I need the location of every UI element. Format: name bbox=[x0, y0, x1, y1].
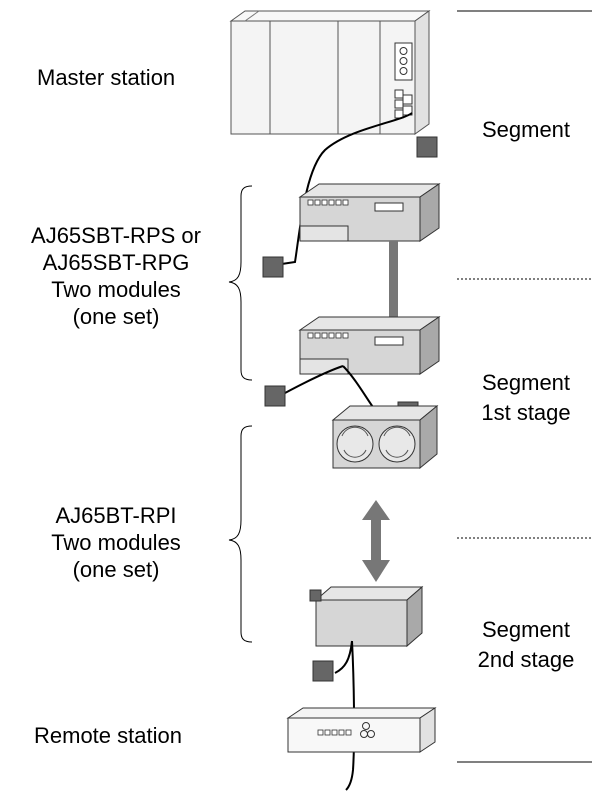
bidirectional-arrow bbox=[362, 500, 390, 582]
remote-station-label: Remote station bbox=[34, 723, 182, 748]
rpi-group-line-1: AJ65BT-RPI bbox=[55, 503, 177, 528]
cable-remote-main bbox=[345, 640, 356, 791]
rps-group-line-1: AJ65SBT-RPS or bbox=[31, 223, 201, 248]
rpi-module-1 bbox=[331, 404, 439, 470]
rpi-module-2 bbox=[314, 585, 424, 648]
terminator-remote bbox=[312, 660, 334, 682]
terminator-rps2 bbox=[264, 385, 286, 407]
segment-2nd-line-2: 2nd stage bbox=[477, 647, 575, 672]
terminator-master bbox=[416, 136, 438, 158]
rps-module-2 bbox=[298, 316, 441, 375]
segment-2nd-label: Segment 2nd stage bbox=[462, 615, 590, 675]
brace-rpi-group bbox=[228, 425, 253, 643]
segment-1st-label: Segment 1st stage bbox=[462, 368, 590, 428]
rps-group-line-2: AJ65SBT-RPG bbox=[42, 250, 190, 275]
rpi-group-label: AJ65BT-RPI Two modules (one set) bbox=[0, 502, 232, 583]
rpi-group-line-3: (one set) bbox=[72, 557, 160, 582]
cable-rps-to-terminator bbox=[284, 365, 344, 394]
rps-link-cable bbox=[389, 241, 398, 327]
segment-1st-line-1: Segment bbox=[481, 370, 571, 395]
rpi-group-line-2: Two modules bbox=[51, 530, 181, 555]
brace-rps-group bbox=[228, 185, 253, 381]
terminator-rps1 bbox=[262, 256, 284, 278]
segment-2nd-line-1: Segment bbox=[481, 617, 571, 642]
rps-group-line-3: Two modules bbox=[51, 277, 181, 302]
rps-group-label: AJ65SBT-RPS or AJ65SBT-RPG Two modules (… bbox=[0, 222, 232, 330]
segment-top-label: Segment bbox=[481, 117, 571, 142]
master-station-plc bbox=[229, 10, 431, 135]
master-station-label: Master station bbox=[37, 65, 176, 90]
cable-master-to-rps bbox=[274, 112, 413, 266]
rps-module-1 bbox=[298, 183, 441, 242]
rps-group-line-4: (one set) bbox=[72, 304, 160, 329]
remote-station bbox=[286, 707, 437, 753]
segment-1st-line-2: 1st stage bbox=[481, 400, 571, 425]
terminator-rpi2-small bbox=[309, 589, 322, 602]
